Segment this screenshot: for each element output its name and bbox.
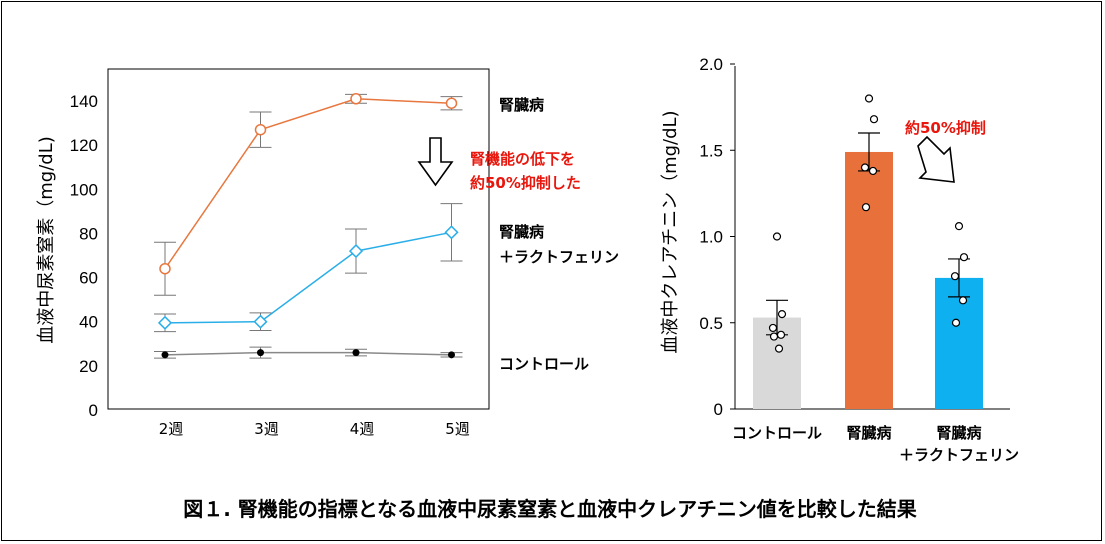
individual-point: [959, 253, 969, 262]
y-tick-label: 0.5: [699, 314, 723, 333]
individual-point: [958, 296, 968, 305]
data-point: [254, 123, 267, 136]
data-point: [161, 351, 169, 359]
individual-point: [777, 310, 787, 319]
data-point: [348, 244, 364, 259]
individual-point: [950, 272, 960, 281]
series-label-kidney: 腎臓病: [499, 96, 544, 114]
category-label: 腎臓病: [846, 424, 891, 442]
individual-point: [868, 166, 878, 176]
individual-point: [769, 332, 779, 341]
figure-caption: 図１. 腎機能の指標となる血液中尿素窒素と血液中クレアチニン値を比較した結果: [183, 497, 917, 521]
series-1: [154, 203, 463, 333]
data-point: [350, 93, 362, 105]
line-chart: 0 20 40 60 80 100 120 140 2週 3週 4週 5週 血液中尿素窒素（mg/d…: [36, 68, 619, 438]
data-point: [352, 349, 360, 357]
series-label-control: コントロール: [499, 355, 589, 373]
series-line: [164, 351, 452, 356]
data-point: [448, 351, 455, 359]
data-point: [159, 262, 171, 275]
individual-point: [774, 344, 784, 353]
individual-point: [776, 330, 786, 339]
data-point: [257, 349, 264, 357]
series-group: [154, 93, 463, 359]
series-line: [164, 231, 452, 324]
y-tick-labels: 0 20 40 60 80 100 120 140: [70, 92, 98, 420]
y-tick-label: 20: [79, 357, 98, 376]
category-labels: コントロール 腎臓病 腎臓病 ＋ラクトフェリン: [732, 424, 1019, 464]
individual-point: [860, 163, 870, 172]
plot-frame: [107, 68, 490, 410]
y-tick-label: 2.0: [699, 55, 723, 74]
individual-point: [951, 318, 961, 327]
y-tick-label: 1.5: [699, 141, 723, 160]
legend-labels: 腎臓病 腎臓病 ＋ラクトフェリン コントロール: [499, 96, 619, 373]
individual-point: [869, 115, 879, 124]
individual-point: [954, 222, 964, 231]
bar-chart: 0 0.5 1.0 1.5 2.0 コントロール 腎臓病 腎臓病 ＋ラクトフェリン 血液中クレ…: [660, 55, 1019, 464]
y-tick-label: 120: [70, 136, 98, 155]
individual-point: [768, 323, 778, 333]
y-tick-labels: 0 0.5 1.0 1.5 2.0: [699, 55, 735, 419]
annotation: 約50%抑制: [905, 119, 986, 137]
individual-point: [861, 203, 871, 212]
y-axis-label: 血液中尿素窒素（mg/dL): [36, 136, 57, 344]
annotation-line-2: 約50%抑制した: [470, 174, 581, 192]
bar: [935, 277, 983, 409]
x-tick-label: 4週: [350, 420, 375, 438]
x-tick-labels: 2週 3週 4週 5週: [159, 420, 470, 438]
y-tick-label: 1.0: [699, 228, 723, 247]
y-tick-label: 80: [79, 224, 98, 243]
y-tick-label: 140: [70, 92, 98, 111]
bar: [845, 151, 893, 409]
y-tick-label: 0: [714, 400, 723, 419]
arrow-down-right-icon: [917, 135, 955, 183]
individual-point: [864, 94, 874, 103]
category-label: コントロール: [732, 424, 822, 442]
annotation-line-1: 腎機能の低下を: [470, 150, 575, 168]
down-arrow-icon: [417, 137, 454, 187]
series-label-lactoferrin-2: ＋ラクトフェリン: [499, 248, 619, 266]
y-tick-label: 60: [79, 269, 98, 288]
category-label: ＋ラクトフェリン: [899, 446, 1019, 464]
series-2: [154, 346, 463, 359]
category-label: 腎臓病: [936, 424, 981, 442]
data-point: [444, 225, 459, 240]
data-point: [157, 315, 173, 330]
y-tick-label: 40: [79, 313, 98, 332]
y-tick-label: 100: [70, 180, 98, 199]
x-tick-label: 3週: [254, 420, 279, 438]
x-tick-label: 5週: [445, 420, 470, 438]
bars-group: [753, 94, 983, 409]
individual-point: [772, 232, 782, 241]
series-line: [164, 98, 452, 270]
data-point: [445, 97, 458, 109]
y-tick-label: 0: [89, 401, 98, 420]
x-tick-label: 2週: [159, 420, 184, 438]
data-point: [253, 314, 268, 329]
y-axis-label: 血液中クレアチニン（mg/dL): [660, 110, 681, 353]
series-0: [154, 93, 463, 296]
series-label-lactoferrin-1: 腎臓病: [499, 223, 544, 241]
